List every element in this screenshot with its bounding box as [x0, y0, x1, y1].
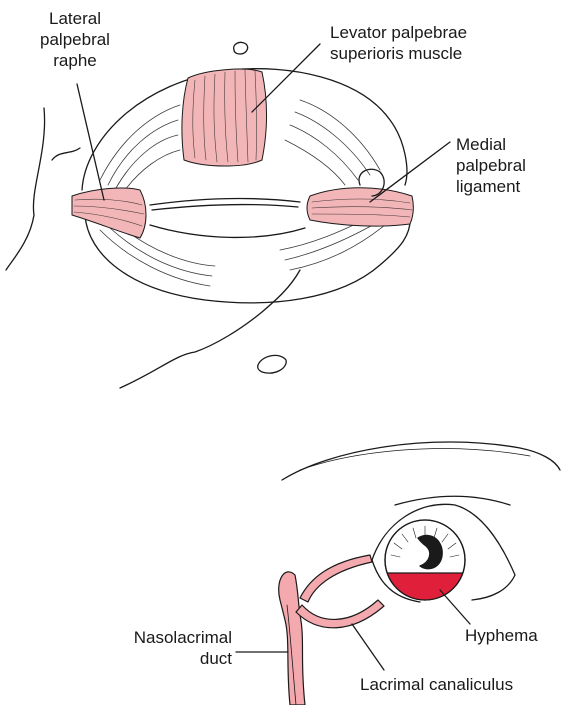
iris-group	[380, 520, 470, 613]
leader-hyphema	[440, 590, 470, 624]
eyebrow	[282, 442, 560, 480]
orbit-illustration	[6, 42, 413, 388]
canaliculus-lower	[296, 600, 384, 628]
canaliculus-upper	[300, 555, 372, 602]
label-levator-palpebrae: Levator palpebrae superioris muscle	[330, 22, 467, 64]
hyphema-fill	[380, 573, 470, 613]
nasolacrimal-duct	[279, 572, 305, 705]
eyebrow-inner	[300, 449, 530, 470]
leader-medial-ligament	[370, 142, 450, 202]
upper-lid-margin-2	[152, 205, 298, 210]
label-lacrimal-canaliculus: Lacrimal canaliculus	[360, 674, 513, 695]
label-hyphema: Hyphema	[465, 625, 538, 646]
leader-canaliculus	[352, 624, 384, 670]
trochlea	[234, 42, 248, 54]
pebble	[258, 355, 287, 373]
cheek-contour	[120, 270, 300, 388]
lower-lid-margin	[150, 225, 305, 237]
upper-lid-margin	[150, 198, 300, 205]
eyelid-crease	[395, 496, 510, 505]
eye-illustration	[279, 442, 560, 705]
label-lateral-palpebral-raphe: Lateral palpebral raphe	[20, 8, 130, 71]
face-contour	[6, 108, 45, 270]
label-nasolacrimal-duct: Nasolacrimal duct	[100, 627, 232, 669]
brow-contour	[52, 148, 80, 160]
label-medial-palpebral-ligament: Medial palpebral ligament	[456, 134, 526, 197]
